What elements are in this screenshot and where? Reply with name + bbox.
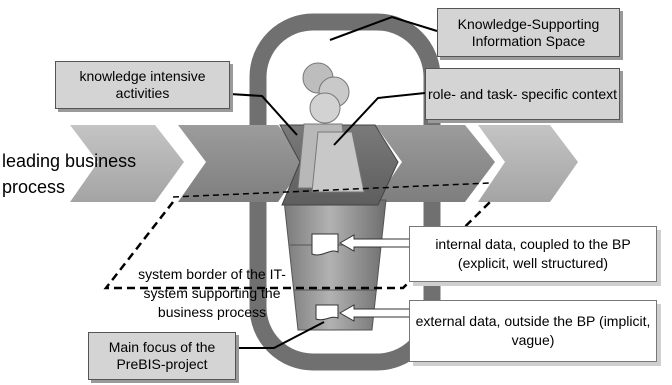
internal-data-note: internal data, coupled to the BP (explic… xyxy=(409,226,657,282)
leading-process-label: leading business process xyxy=(2,151,137,197)
external-data-note: external data, outside the BP (implicit,… xyxy=(409,300,657,362)
document-icon xyxy=(315,304,339,321)
knowledge-activities-box: knowledge intensive activities xyxy=(55,61,230,109)
arrow-external-data xyxy=(338,304,413,322)
callout-line-role-context xyxy=(333,92,426,146)
process-step-5 xyxy=(478,125,578,202)
system-border-line xyxy=(103,201,491,290)
callout-line-activities xyxy=(229,93,298,136)
process-step-2 xyxy=(178,125,306,202)
role-context-box: role- and task- specific context xyxy=(425,68,620,120)
process-step-1 xyxy=(70,125,184,202)
leading-process-dashed-line xyxy=(172,182,491,198)
system-border-label: system border of the IT-system supportin… xyxy=(138,266,286,320)
document-icon xyxy=(311,233,339,256)
callout-line-prebis xyxy=(236,321,325,349)
callout-line-knowledge-space xyxy=(329,15,438,41)
people-icon xyxy=(297,62,365,193)
knowledge-space-box: Knowledge-Supporting Information Space xyxy=(437,8,620,57)
process-step-4 xyxy=(375,125,495,202)
prebis-focus-box: Main focus of the PreBIS-project xyxy=(88,332,236,380)
